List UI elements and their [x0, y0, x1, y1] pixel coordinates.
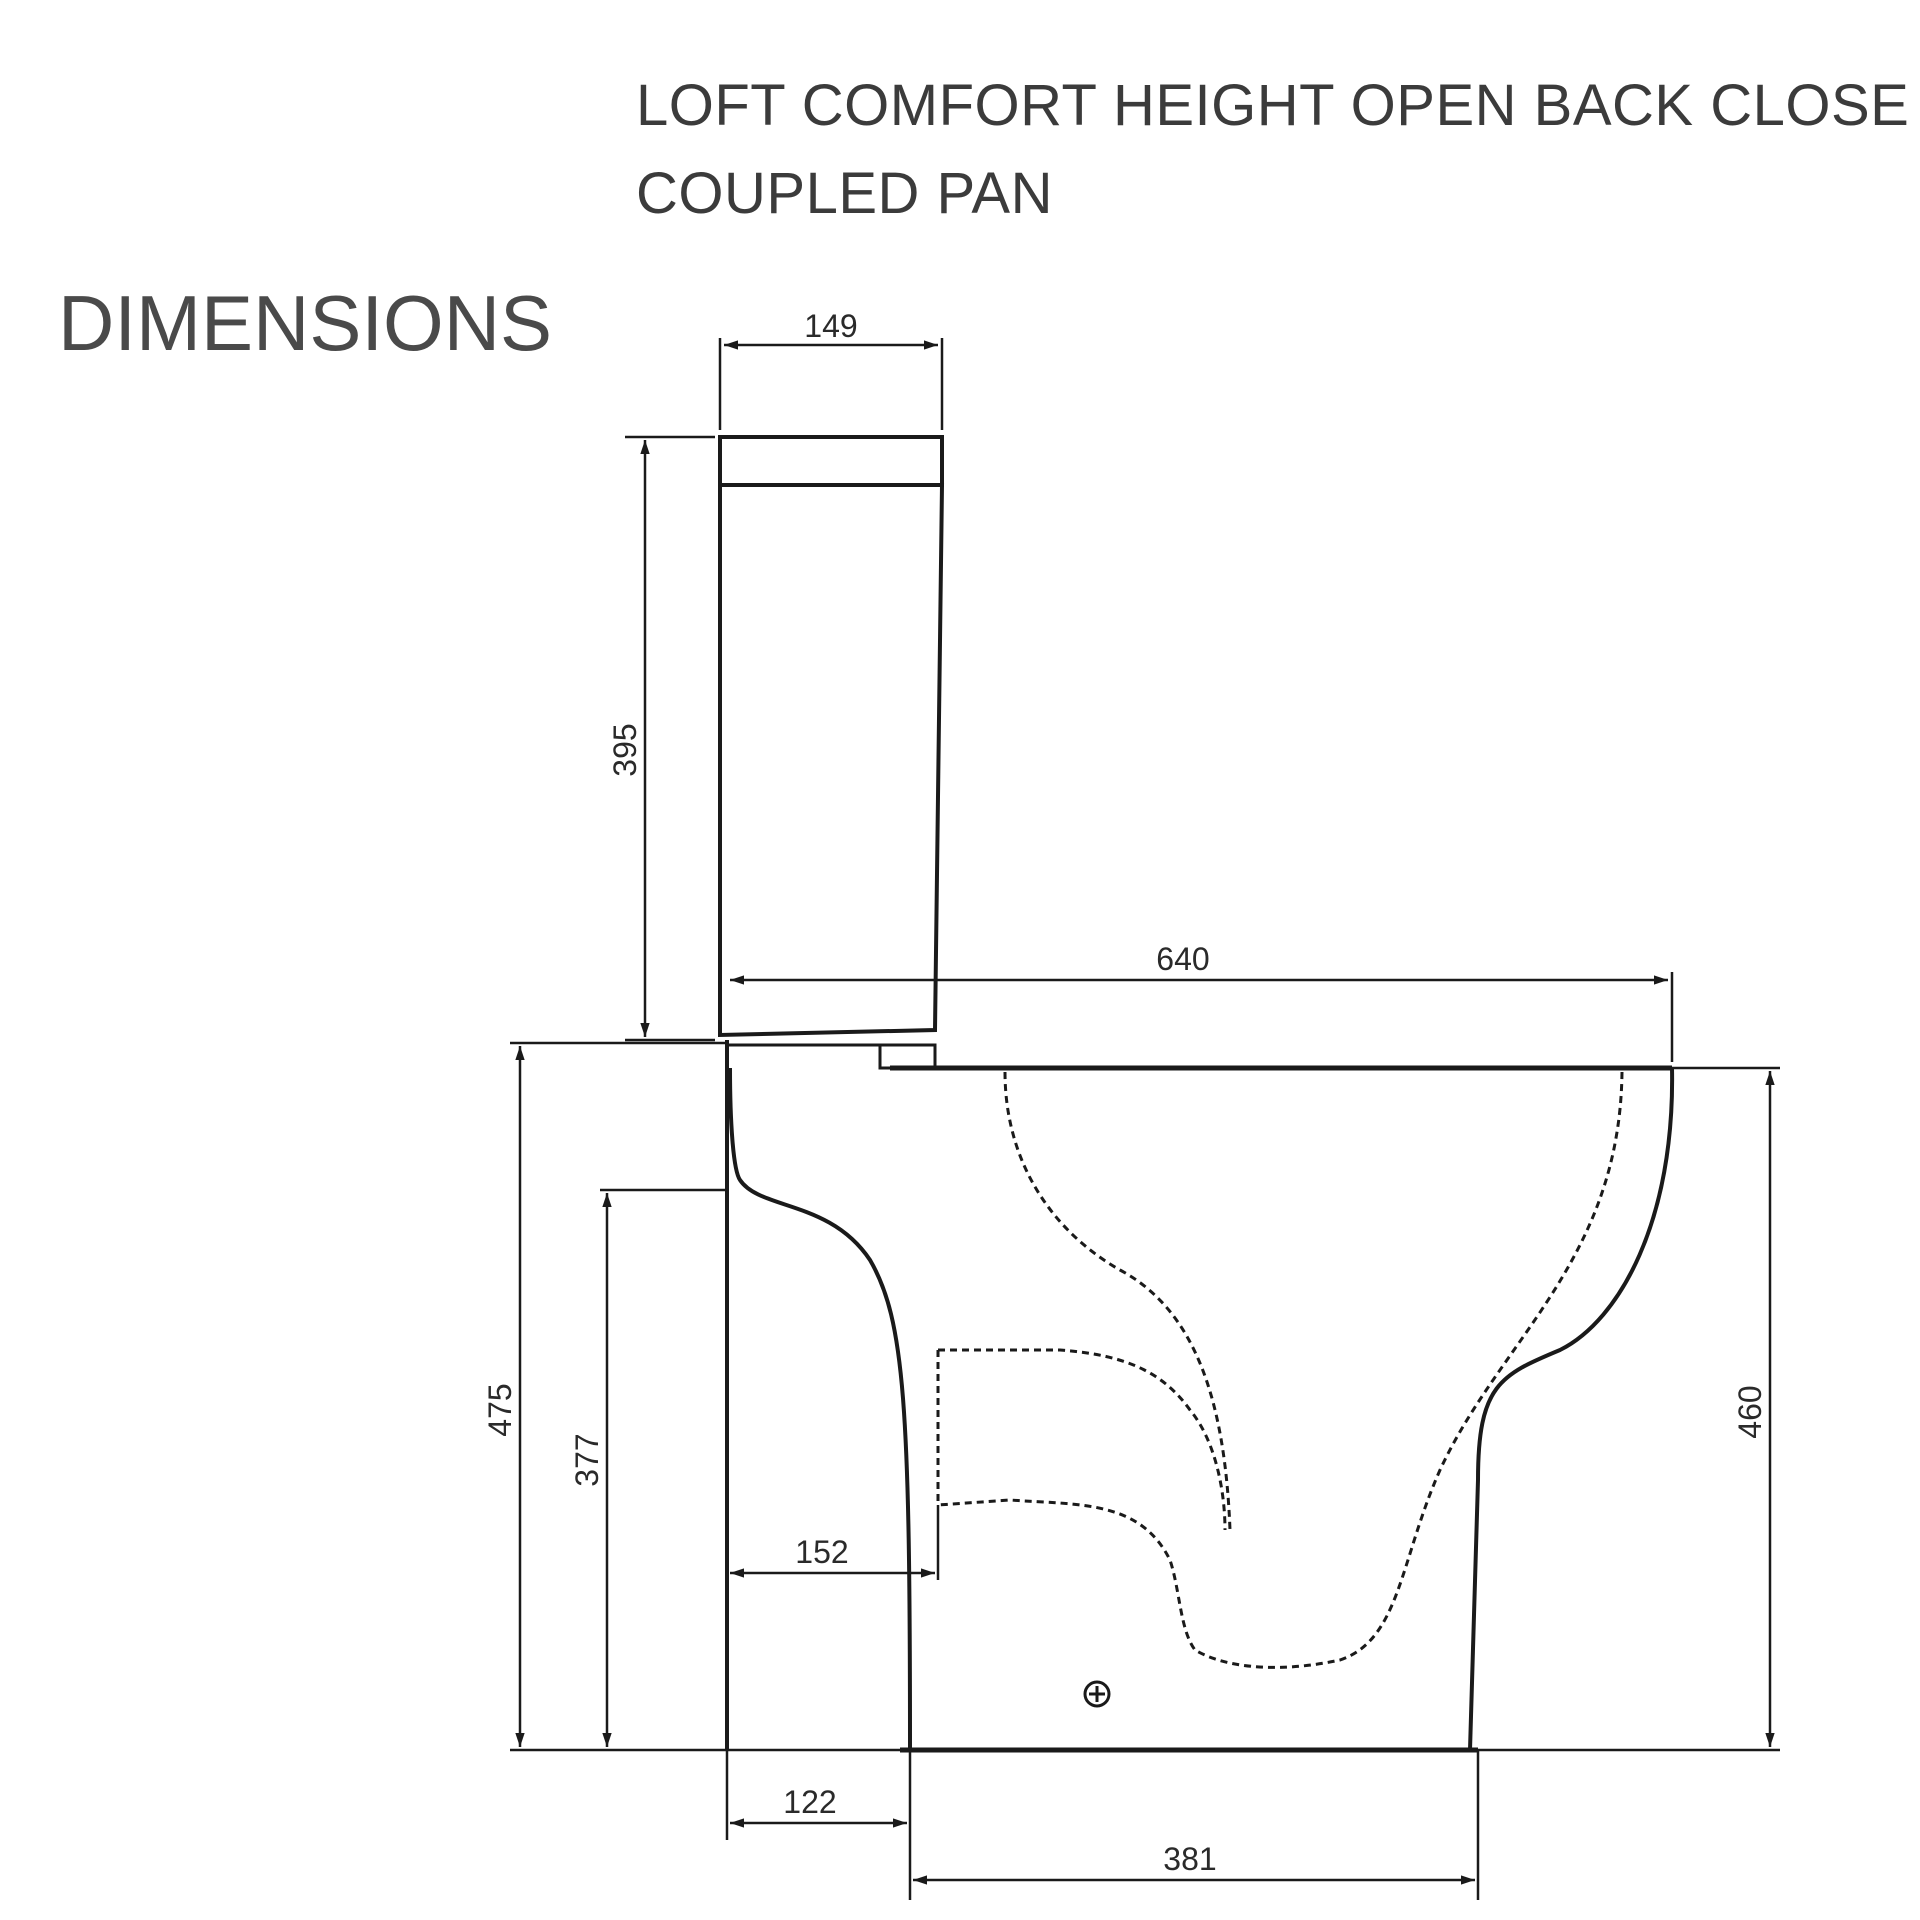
- dimension-152: 152: [730, 1534, 935, 1578]
- dimension-label-overall-length: 640: [1156, 941, 1209, 977]
- dimension-395: 395: [607, 440, 650, 1037]
- dimension-122: 122: [730, 1784, 907, 1828]
- dimension-label-inlet-setback: 152: [795, 1534, 848, 1570]
- dimension-460: 460: [1732, 1071, 1775, 1747]
- product-title-line-1: LOFT COMFORT HEIGHT OPEN BACK CLOSE: [636, 73, 1910, 138]
- dimension-640: 640: [730, 941, 1668, 985]
- dimension-377: 377: [569, 1193, 612, 1747]
- dimension-label-pan-height: 460: [1732, 1385, 1768, 1438]
- dimension-label-inlet-height: 377: [569, 1433, 605, 1486]
- cistern-outline: [718, 435, 945, 1038]
- dimension-label-cistern-height: 395: [607, 723, 643, 776]
- dimension-label-cistern-width: 149: [804, 308, 857, 344]
- dimension-label-footprint-length: 381: [1163, 1841, 1216, 1877]
- internal-trap-dashed: [936, 1071, 1624, 1669]
- dimension-label-overall-height: 475: [482, 1383, 518, 1436]
- section-heading: DIMENSIONS: [58, 279, 553, 367]
- dimension-475: 475: [482, 1046, 525, 1747]
- product-title-line-2: COUPLED PAN: [636, 161, 1053, 226]
- dimension-149: 149: [724, 308, 938, 350]
- product-title: LOFT COMFORT HEIGHT OPEN BACK CLOSE COUP…: [636, 62, 1910, 238]
- dimension-label-rear-setback: 122: [783, 1784, 836, 1820]
- fixing-hole: [1083, 1680, 1111, 1708]
- extension-lines: [510, 338, 1780, 1900]
- dimension-381: 381: [913, 1841, 1475, 1885]
- pan-outline: [725, 1040, 1675, 1753]
